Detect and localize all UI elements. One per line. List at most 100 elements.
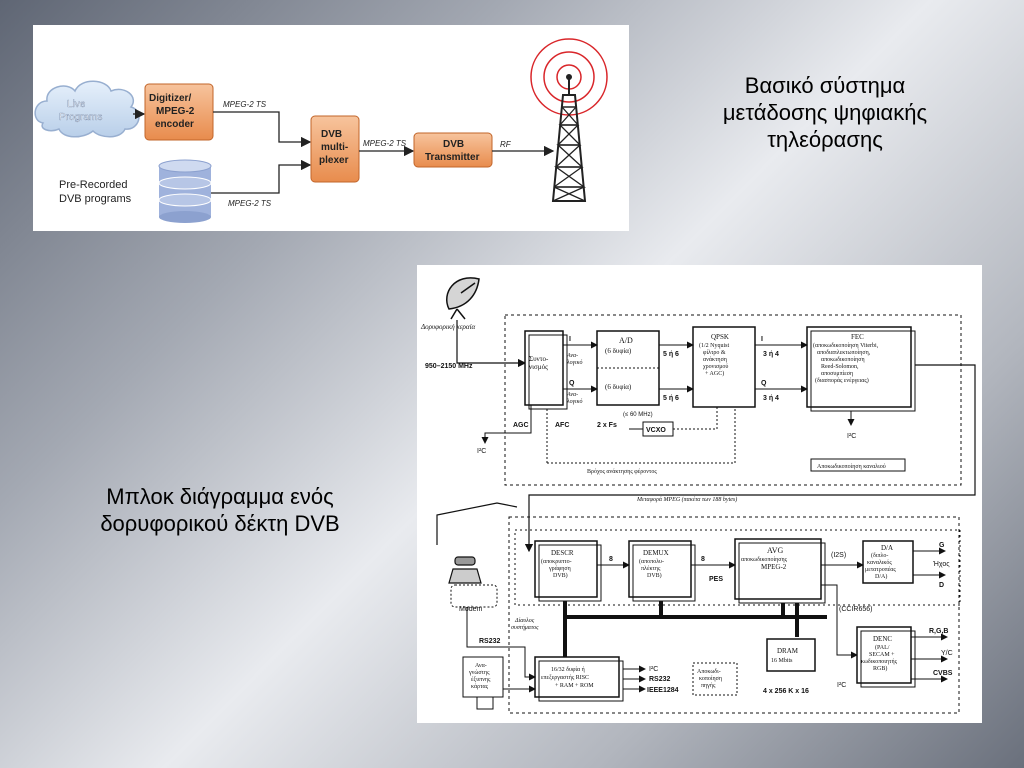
bits-i-2: 3 ή 4: [763, 351, 779, 358]
q-label-2: Q: [761, 380, 767, 387]
yc-label: Y/C: [941, 650, 953, 657]
analog-q-label: Ανα-: [566, 392, 578, 398]
caption-line: Βασικό σύστημα: [744, 73, 906, 98]
mux-label-line: plexer: [319, 155, 349, 166]
demultiplexer-block-shadow: [632, 544, 696, 602]
analog-i-label: Ανα-: [566, 353, 578, 359]
rs232-label-left: RS232: [479, 638, 501, 645]
dac-label-line: μετατροπέας: [865, 567, 896, 573]
avg-label-line: αποκωδικοποίησης: [741, 557, 788, 563]
storage-disk-icon: [158, 159, 212, 223]
denc-label-line: RGB): [873, 665, 887, 672]
dac-label-line: D/A): [875, 573, 887, 580]
i2c-label-3: I²C: [649, 666, 658, 673]
source-decode-box: [692, 662, 738, 696]
ts-label-lower: MPEG-2 TS: [228, 199, 272, 208]
tuner-block-shadow: [528, 334, 568, 410]
fec-label-line: αποσυμπίεση: [821, 371, 853, 377]
bits-i-1: 5 ή 6: [663, 351, 679, 358]
live-programs-cloud: Live Programs: [34, 80, 140, 138]
caption-receiver-diagram: Μπλοκ διάγραμμα ενός δορυφορικού δέκτη D…: [60, 483, 380, 537]
fs-label: 2 x Fs: [597, 422, 617, 429]
mux-label-line: multi-: [321, 142, 348, 153]
channel-decode-label: Αποκωδικοποίηση καναλιού: [817, 464, 886, 470]
modem-label: Modem: [459, 606, 483, 613]
qpsk-block: [692, 326, 756, 408]
denc-label-line: DENC: [873, 635, 892, 643]
digitizer-label-line: Digitizer/: [149, 93, 191, 104]
fec-label-line: FEC: [851, 333, 864, 341]
carrier-loop-label: Βρόχος ανάκτησης φέροντος: [587, 469, 657, 475]
rf-label: RF: [500, 140, 512, 149]
card-label-line: κάρτας: [471, 684, 489, 690]
i2c-label-4: I²C: [837, 682, 846, 689]
frequency-range-label: 950–2150 MHz: [425, 363, 473, 370]
q-label: Q: [569, 380, 575, 387]
risc-label-line: + RAM + ROM: [555, 683, 594, 689]
avg-denc-line: [821, 584, 858, 659]
modem-cpu-line: [466, 607, 536, 681]
digitizer-label-line: encoder: [155, 119, 194, 130]
dram-label-line: DRAM: [777, 647, 799, 655]
dvb-multiplexer-block: [310, 115, 360, 183]
storage-to-mux-arrow: [211, 159, 312, 194]
pes-label: PES: [709, 576, 723, 583]
dram-label-line: 16 Mbits: [771, 658, 793, 664]
transmission-diagram-svg: Live Programs Digitizer/ MPEG-2 encoder …: [34, 38, 608, 223]
card-label-line: έξυπνης: [471, 677, 491, 683]
adc-label-bottom: (6 δυφία): [605, 383, 632, 391]
video-encoder-block: [856, 626, 912, 684]
receiver-diagram-svg: Δορυφορική κεραία 950–2150 MHz Συντο- νι…: [420, 277, 976, 714]
dish-label: Δορυφορική κεραία: [420, 323, 476, 331]
agc-label: AGC: [513, 422, 529, 429]
ts-label-upper: MPEG-2 TS: [223, 100, 267, 109]
cpu-block-shadow: [538, 660, 624, 702]
avg-label-line: MPEG-2: [761, 563, 787, 571]
avg-label-line: AVG: [767, 546, 784, 555]
i2c-label-2: I²C: [847, 433, 856, 440]
vcxo-loop-line: [673, 407, 718, 430]
ieee1284-label: IEEE1284: [647, 687, 679, 694]
tuner-label-line: νισμός: [529, 363, 548, 371]
cvbs-label: CVBS: [933, 670, 953, 677]
av-decoder-block: [734, 538, 822, 600]
bits-q-2: 3 ή 4: [763, 395, 779, 402]
sound-label: Ήχος: [932, 561, 950, 568]
ts-label-middle: MPEG-2 TS: [363, 139, 407, 148]
demux-label-line: DEMUX: [643, 549, 669, 557]
denc-label-line: (PAL/: [875, 644, 890, 651]
descr-label-line: DVB): [553, 572, 568, 579]
afc-label: AFC: [555, 422, 569, 429]
fec-block: [806, 326, 912, 408]
i-label: I: [569, 336, 571, 343]
demux-label-line: πλέκτης: [641, 566, 661, 572]
sound-g-label: G: [939, 542, 945, 549]
mpeg-transfer-label: Μεταφορά MPEG (πακέτα των 188 bytes): [636, 496, 737, 503]
source-decoding-region: [508, 516, 960, 714]
mux-label-line: DVB: [321, 129, 342, 140]
system-bus-label-line: Δίαυλος: [514, 618, 535, 624]
adc-label-line: A/D: [619, 336, 633, 345]
qpsk-label-line: QPSK: [711, 333, 729, 341]
dac-label-line: D/A: [881, 544, 893, 552]
analog-i-label: λογικό: [566, 360, 583, 366]
caption-transmission-system: Βασικό σύστημα μετάδοσης ψηφιακής τηλεόρ…: [680, 72, 970, 153]
bits-descr: 8: [609, 556, 613, 563]
dram-block: [766, 638, 816, 672]
caption-line: δορυφορικού δέκτη DVB: [100, 511, 340, 536]
rgb-label: R,G,B: [929, 628, 948, 635]
transmission-diagram: Live Programs Digitizer/ MPEG-2 encoder …: [33, 25, 629, 231]
demux-label-line: DVB): [647, 572, 662, 579]
cloud-label-line: Programs: [59, 112, 102, 123]
descrambler-block-shadow: [538, 544, 602, 602]
sound-d-label: D: [939, 582, 944, 589]
denc-label-line: SECAM +: [869, 652, 895, 658]
caption-line: μετάδοσης ψηφιακής: [722, 100, 928, 125]
channel-decode-box: [810, 458, 906, 472]
telephone-icon: [436, 502, 518, 584]
channel-decoding-region: [504, 314, 962, 486]
bits-q-1: 5 ή 6: [663, 395, 679, 402]
dram-config-label: 4 x 256 K x 16: [763, 688, 809, 695]
dac-label-line: (διπλο-: [871, 552, 888, 559]
source-decode-label-line: Αποκωδι-: [697, 669, 721, 675]
